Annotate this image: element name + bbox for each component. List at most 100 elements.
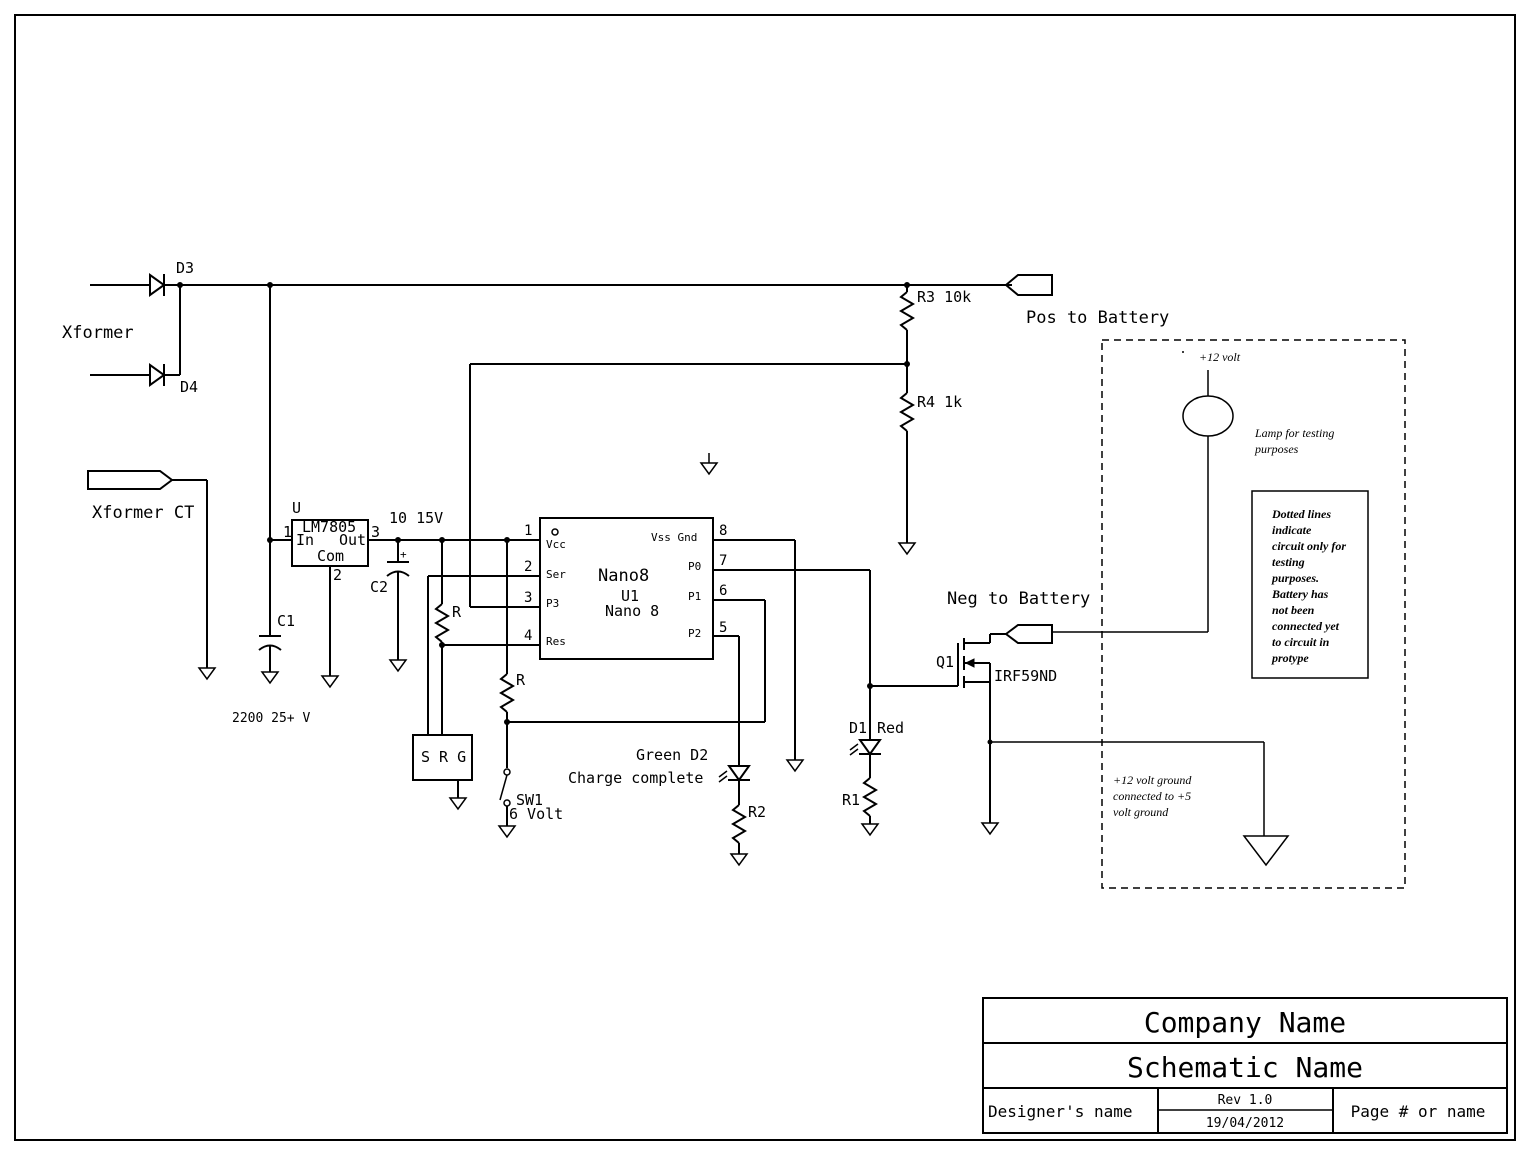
ic-pin-name: Res xyxy=(546,635,566,648)
note-dotted: not been xyxy=(1272,603,1315,617)
ic-pin-name: P1 xyxy=(688,590,701,603)
regulator-lm7805 xyxy=(291,519,369,689)
ic-pin-num: 5 xyxy=(719,620,727,636)
label-sw1: SW1 xyxy=(516,791,543,809)
note-dotted: to circuit in xyxy=(1272,635,1330,649)
label-xformer-ct: Xformer CT xyxy=(92,503,194,523)
note-dotted: circuit only for xyxy=(1272,539,1346,553)
label-c1: C1 xyxy=(277,612,295,630)
ic-ref: U1 xyxy=(621,587,639,605)
svg-text:+: + xyxy=(400,548,407,561)
ic-pin-num: 6 xyxy=(719,583,727,599)
ic-pin-name: P3 xyxy=(546,597,559,610)
note-lamp: Lamp for testing xyxy=(1254,426,1334,440)
label-d4: D4 xyxy=(180,378,198,396)
label-reg-out: Out xyxy=(339,531,366,549)
label-reg-part: LM7805 xyxy=(302,518,356,536)
note-ground: volt ground xyxy=(1113,805,1169,819)
note-dotted: purposes. xyxy=(1271,571,1319,585)
label-c2-value: 10 15V xyxy=(389,509,443,527)
label-xformer: Xformer xyxy=(62,323,134,343)
note-lamp: purposes xyxy=(1254,442,1299,456)
led-green-d2 xyxy=(718,765,751,783)
ic-pin-num: 8 xyxy=(719,523,727,539)
label-u: U xyxy=(292,499,301,517)
led-red-d1 xyxy=(849,739,882,756)
label-pos-battery: Pos to Battery xyxy=(1026,308,1169,328)
capacitor-c1 xyxy=(258,540,282,685)
port-xformer-ct xyxy=(87,470,217,681)
title-page: Page # or name xyxy=(1351,1102,1486,1121)
ic-pin-name: Ser xyxy=(546,568,566,581)
note-ground: connected to +5 xyxy=(1113,789,1191,803)
ic-pin-num: 1 xyxy=(524,523,532,539)
label-red: Red xyxy=(877,719,904,737)
label-r3: R3 10k xyxy=(917,288,971,306)
connector-srg xyxy=(412,575,540,811)
junction-dot xyxy=(267,282,273,288)
switch-sw1 xyxy=(497,768,517,839)
port-neg-battery xyxy=(1004,624,1053,644)
mosfet-q1 xyxy=(957,633,1006,836)
sheet-border xyxy=(14,14,1516,1141)
note-ground: +12 volt ground xyxy=(1113,773,1192,787)
note-dotted: connected yet xyxy=(1272,619,1340,633)
label-r-left: R xyxy=(452,603,462,621)
title-designer: Designer's name xyxy=(988,1102,1133,1121)
ic-nano8 xyxy=(539,517,714,660)
ic-pin-name: Vss Gnd xyxy=(651,531,697,544)
label-reg-pin1: 1 xyxy=(283,523,292,541)
resistor-r2 xyxy=(729,780,749,867)
note-dotted: protype xyxy=(1271,651,1309,665)
label-reg-pin2: 2 xyxy=(333,566,342,584)
label-r4: R4 1k xyxy=(917,393,962,411)
resistor-r1 xyxy=(860,754,880,837)
ic-pin-num: 4 xyxy=(524,628,532,644)
port-pos-battery xyxy=(1004,274,1053,296)
title-rev: Rev 1.0 xyxy=(1218,1093,1273,1108)
label-sw1-value: 6 Volt xyxy=(509,805,563,823)
note-dotted: Dotted lines xyxy=(1271,507,1331,521)
resistor-r4 xyxy=(897,364,917,556)
resistor-r3 xyxy=(899,285,915,364)
label-d1: D1 xyxy=(849,719,867,737)
ic-pin-name: P2 xyxy=(688,627,701,640)
title-schematic: Schematic Name xyxy=(1127,1051,1363,1084)
note-dotted: testing xyxy=(1272,555,1305,569)
label-reg-com: Com xyxy=(317,547,344,565)
label-green-d2: Green D2 xyxy=(636,746,708,764)
test-ground xyxy=(990,741,1290,867)
note-dotted: indicate xyxy=(1272,523,1312,537)
ic-pin-num: 3 xyxy=(524,590,532,606)
ic-name: Nano8 xyxy=(598,566,649,586)
title-company: Company Name xyxy=(1144,1006,1346,1039)
ground-symbol xyxy=(699,453,719,476)
ic-pin-num: 2 xyxy=(524,559,532,575)
label-d3: D3 xyxy=(176,259,194,277)
title-block xyxy=(982,997,1508,1134)
ic-pin-name: P0 xyxy=(688,560,701,573)
test-circuit-boundary xyxy=(1101,339,1406,889)
label-c2: C2 xyxy=(370,578,388,596)
label-c1-value: 2200 25+ V xyxy=(232,711,310,726)
label-srg: S R G xyxy=(421,748,466,766)
title-date: 19/04/2012 xyxy=(1206,1116,1284,1131)
lamp-symbol xyxy=(1052,370,1234,633)
diode-d3 xyxy=(90,273,1012,297)
ic-pin-num: 7 xyxy=(719,553,727,569)
label-q1: Q1 xyxy=(936,653,954,671)
label-reg-in: In xyxy=(296,531,314,549)
junction-dot xyxy=(177,282,183,288)
capacitor-c2: + xyxy=(386,540,410,673)
resistor-r-left xyxy=(434,540,450,735)
ic-pin-name: Vcc xyxy=(546,538,566,551)
label-neg-battery: Neg to Battery xyxy=(947,589,1090,609)
label-reg-pin3: 3 xyxy=(371,523,380,541)
label-r-mid: R xyxy=(516,671,526,689)
label-q1-part: IRF59ND xyxy=(994,667,1057,685)
label-r2: R2 xyxy=(748,803,766,821)
label-test-supply: +12 volt xyxy=(1199,350,1241,364)
resistor-r-mid xyxy=(499,540,515,768)
diode-d4 xyxy=(90,285,181,387)
